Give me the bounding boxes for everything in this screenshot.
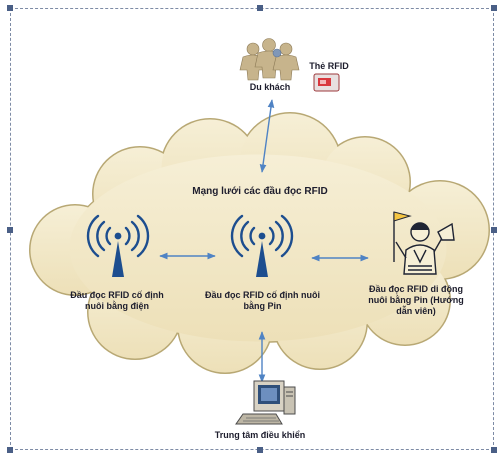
resize-handle-bottom-center[interactable] bbox=[257, 447, 263, 453]
network-cloud bbox=[29, 112, 490, 374]
arrow-tourist-network bbox=[259, 99, 275, 173]
fixed-reader-power-tower-icon bbox=[86, 214, 150, 277]
resize-handle-left-center[interactable] bbox=[7, 227, 13, 233]
fixed-reader-battery-tower-icon bbox=[230, 214, 294, 277]
mobile-reader-label: Đầu đọc RFID di động nuôi bằng Pin (Hướn… bbox=[368, 284, 464, 316]
fixed-reader-battery-label: Đầu đọc RFID cố định nuôi bằng Pin bbox=[205, 290, 320, 311]
control-center-label: Trung tâm điều khiển bbox=[214, 430, 306, 440]
network-title: Mạng lưới các đầu đọc RFID bbox=[192, 186, 328, 197]
resize-handle-bottom-right[interactable] bbox=[491, 447, 497, 453]
resize-handle-top-right[interactable] bbox=[491, 5, 497, 11]
tourists-icon bbox=[239, 38, 300, 81]
rfid-card-label: Thẻ RFID bbox=[309, 61, 349, 71]
tourist-label: Du khách bbox=[249, 82, 291, 92]
resize-handle-top-left[interactable] bbox=[7, 5, 13, 11]
computer-icon bbox=[235, 380, 296, 425]
rfid-card-icon bbox=[313, 73, 340, 92]
fixed-reader-power-label: Đầu đọc RFID cố định nuôi bằng điện bbox=[70, 290, 164, 311]
resize-handle-bottom-left[interactable] bbox=[7, 447, 13, 453]
resize-handle-right-center[interactable] bbox=[491, 227, 497, 233]
resize-handle-top-center[interactable] bbox=[257, 5, 263, 11]
tour-guide-icon bbox=[393, 211, 455, 275]
